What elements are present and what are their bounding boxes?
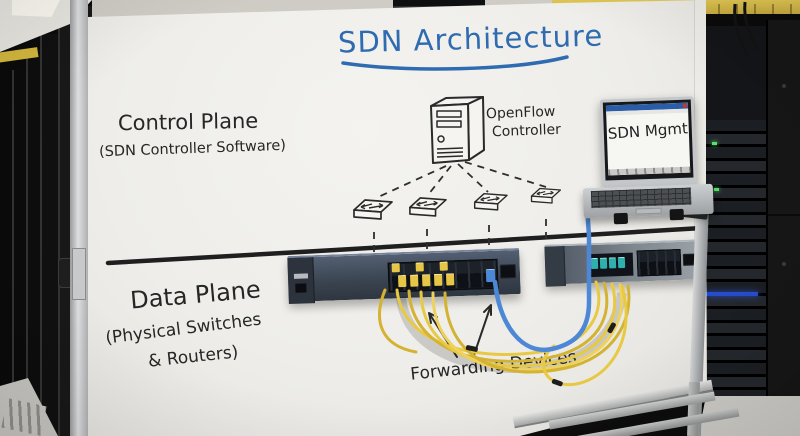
stand-leg [687,381,700,436]
blue-plug [485,268,496,283]
yellow-plug [391,263,400,273]
keyboard [590,187,692,209]
controller-label-line2: Controller [491,121,562,141]
touchpad [635,207,662,215]
control-plane-heading: Control Plane [117,108,259,136]
sfp-slot [499,264,517,279]
rack-switch-2 [544,239,701,287]
rack-door [12,70,26,436]
teal-fiber-plug [590,257,599,270]
server-led-strip [706,292,758,296]
window-close-icon [682,103,688,108]
rack-panel-seam [768,214,800,216]
yellow-plug [398,274,407,288]
server-led [712,142,717,145]
console-port [295,283,307,293]
panel-screw [782,262,786,266]
yellow-plug [409,274,419,287]
whiteboard-frame [70,0,88,436]
closed-rack-panel [766,20,800,420]
yellow-plug [421,274,431,287]
taskbar [608,166,691,176]
screen-bezel: SDN Mgmt [602,99,694,181]
rack-door [40,34,60,436]
laptop: SDN Mgmt [580,92,721,239]
ethernet-port-block [636,248,682,277]
yellow-plug [439,261,448,271]
laptop-keyboard-deck [582,183,714,219]
yellow-plug [433,273,443,286]
mount-clip [669,208,684,221]
mount-clip [613,212,629,225]
laptop-screen: SDN Mgmt [599,96,697,188]
open-rack-servers [704,120,768,410]
yellow-plug [415,262,424,272]
teal-fiber-plug [608,257,617,269]
laptop-screen-text: SDN Mgmt [607,119,689,143]
yellow-plug [445,273,455,286]
switch-endcap [544,246,566,287]
rack-door [26,54,42,436]
diagram-title: SDN Architecture [337,18,604,60]
whiteboard-hinge [72,248,86,300]
switch-endcap [287,257,315,305]
teal-fiber-plug [599,257,608,269]
panel-screw [782,84,786,88]
server-led [714,188,719,191]
switch-label-sticker [293,273,309,279]
teal-fiber-plug [617,256,626,269]
controller-label-line1: OpenFlow [485,103,556,123]
ceiling-light-panel [12,0,60,17]
rack-switch-1 [287,247,521,305]
screen-display: SDN Mgmt [605,102,691,176]
